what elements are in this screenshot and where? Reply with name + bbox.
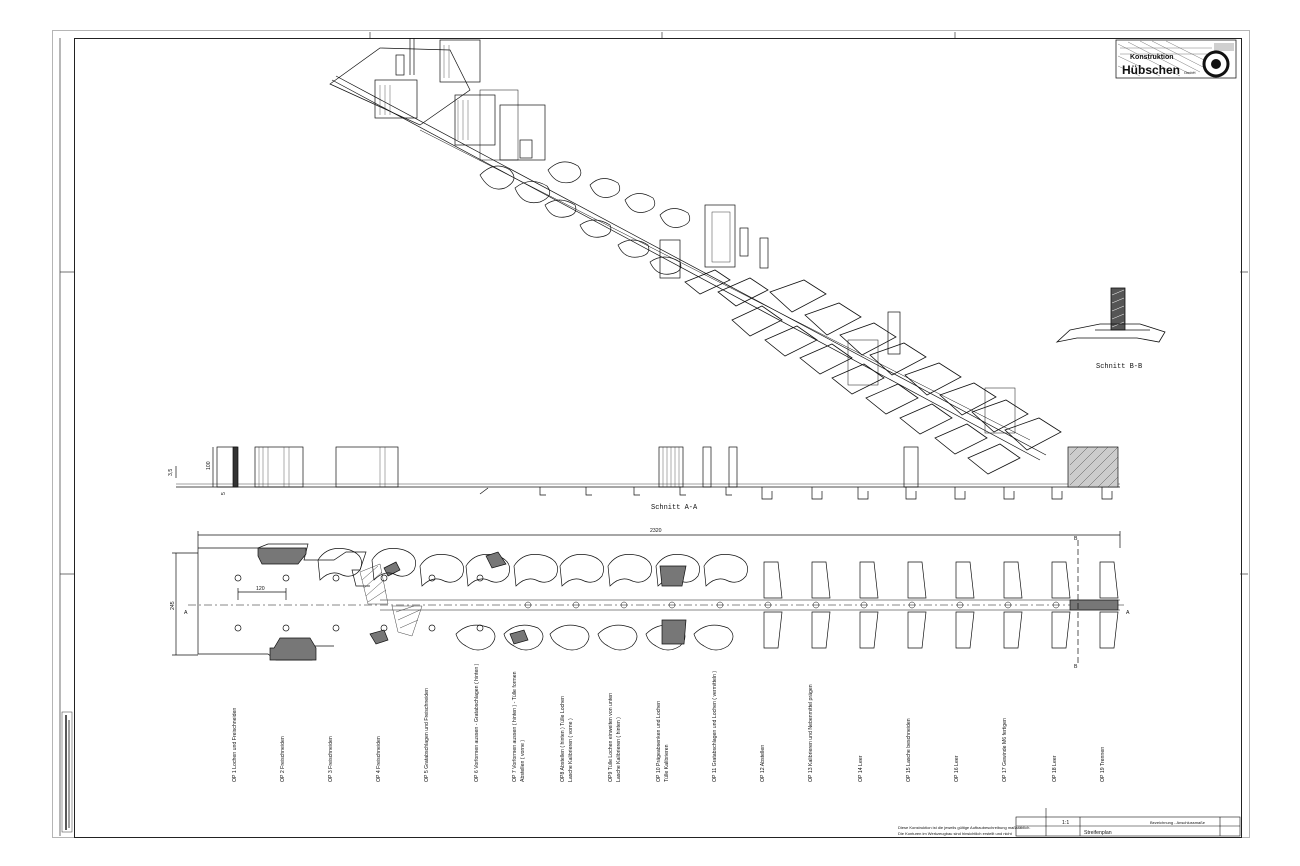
section-a-a: 3,5 100 5 Schnitt A-A xyxy=(168,446,1120,512)
operation-label-15: OP 11 Gratabschlagen und Lochen ( vermit… xyxy=(712,671,718,782)
company-logo: Konstruktion Hübschen GmbH xyxy=(1115,39,1237,79)
section-a-a-label: Schnitt A-A xyxy=(651,504,698,512)
isometric-strip-view xyxy=(329,38,1062,475)
operation-label-20: OP 16 Leer xyxy=(954,755,960,782)
operation-label-7: OP 7 Vorformen aussen ( hinten ) - Tülle… xyxy=(512,671,518,782)
dim-height-3: 5 xyxy=(221,492,227,495)
frame-margin-marks xyxy=(59,32,1248,836)
section-mark-b-top: B xyxy=(1074,536,1078,542)
operation-label-2: OP 2 Freischneiden xyxy=(280,736,286,782)
title-block: Diese Konstruktion ist die jeweils gülti… xyxy=(898,808,1241,837)
station-blanks-lower xyxy=(455,624,734,651)
isometric-formed-parts xyxy=(684,269,1062,475)
title-note-1: Diese Konstruktion ist die jeweils gülti… xyxy=(898,825,1031,830)
strip-layout-top-view: 2320 245 120 xyxy=(170,528,1130,670)
company-name: Hübschen xyxy=(1122,63,1180,77)
dim-pitch: 120 xyxy=(256,586,265,592)
operation-label-13: OP 10 Prägeabsenken und Lochen xyxy=(656,701,662,782)
section-mark-a-left: A xyxy=(184,610,188,616)
title-note-2: Die Konturen im Werkzeugbau sind hinsich… xyxy=(898,831,1013,836)
station-pilots xyxy=(524,601,1060,609)
company-line1: Konstruktion xyxy=(1130,54,1174,61)
operation-label-6: OP 6 Vorformen aussen - Gratabschlagen (… xyxy=(474,663,480,782)
drawing-frame xyxy=(74,38,1242,838)
operation-label-21: OP 17 Gewinde M6 fertigen xyxy=(1002,718,1008,782)
operation-label-5: OP 5 Gratabschlagen und Freischneiden xyxy=(424,688,430,782)
title-project: Bezeichnung - Anschlussmaße xyxy=(1150,820,1206,825)
operation-label-3: OP 3 Freischneiden xyxy=(328,736,334,782)
formed-profiles xyxy=(479,487,1113,500)
dim-height-1: 100 xyxy=(206,461,212,470)
formed-stations xyxy=(763,561,1119,649)
drawing-sheet xyxy=(52,30,1250,838)
operation-label-19: OP 15 Lasche beschneiden xyxy=(906,718,912,782)
station-blanks-upper xyxy=(317,548,748,587)
isometric-blank-shapes xyxy=(479,161,691,275)
company-suffix: GmbH xyxy=(1184,70,1196,75)
operation-label-12: Lasche Kalibrieren ( hinten ) xyxy=(616,717,622,782)
operation-label-23: OP 19 Trennen xyxy=(1100,747,1106,782)
operation-label-1: OP 1 Lochen und Freischneiden xyxy=(232,708,238,782)
section-mark-a-right: A xyxy=(1126,610,1130,616)
operation-label-17: OP 13 Kalibrieren und Nebenmittel prägen xyxy=(808,684,814,782)
operation-label-16: OP 12 Abstellen xyxy=(760,745,766,782)
sidebar-notes xyxy=(61,711,73,833)
operation-label-4: OP 4 Freischneiden xyxy=(376,736,382,782)
operation-labels: OP 1 Lochen und Freischneiden OP 2 Freisc… xyxy=(232,663,1106,782)
operation-label-11: OP9 Tülle Lochen einweiten von unten xyxy=(608,693,614,782)
operation-label-22: OP 18 Leer xyxy=(1052,755,1058,782)
operation-label-18: OP 14 Leer xyxy=(858,755,864,782)
section-mark-b-bottom: B xyxy=(1074,664,1078,670)
operation-label-10: Lasche Kalibrieren ( vorne ) xyxy=(568,718,574,782)
dim-height-2: 3,5 xyxy=(168,469,174,476)
section-b-b: Schnitt B-B xyxy=(1055,287,1166,371)
dim-width: 245 xyxy=(170,601,176,610)
title-scale: 1:1 xyxy=(1062,820,1069,826)
dim-total-length: 2320 xyxy=(650,528,662,534)
pilot-holes xyxy=(234,574,484,632)
section-b-b-label: Schnitt B-B xyxy=(1096,363,1142,371)
operation-label-8: Abstellen ( vorne ) xyxy=(520,740,526,782)
operation-label-9: OP8 Abstellen ( hinten ) Tülle Lochen xyxy=(560,696,566,782)
title-drawing: Streifenplan xyxy=(1084,830,1112,836)
operation-label-14: Tülle Kalibrieren xyxy=(664,744,670,782)
